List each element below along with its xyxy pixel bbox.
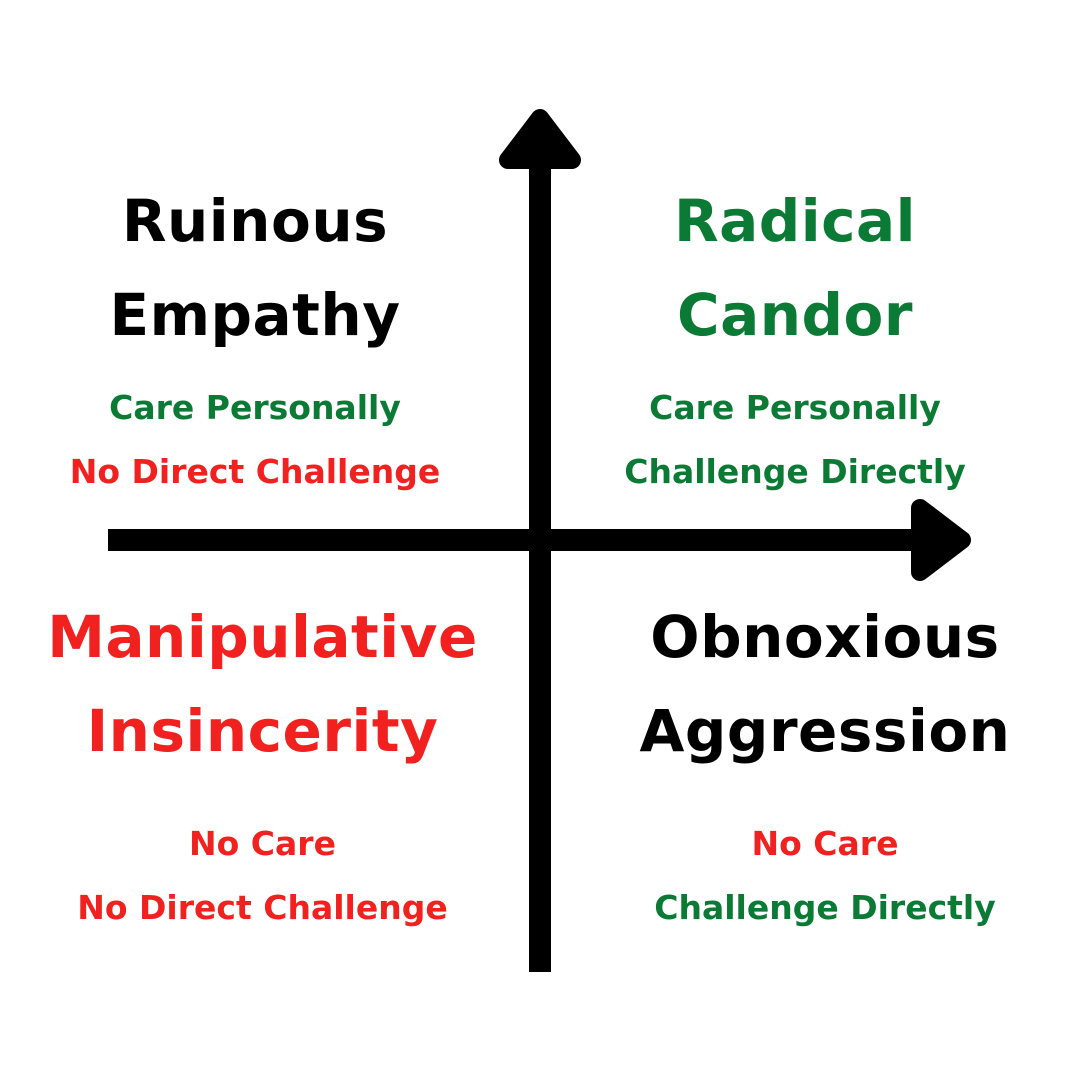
quadrant-title: Manipulative Insincerity <box>30 590 495 778</box>
title-line: Ruinous <box>121 187 389 255</box>
descriptor-care: No Care <box>751 824 899 863</box>
title-line: Insincerity <box>86 697 439 765</box>
quadrant-manipulative-insincerity: Manipulative Insincerity No Care No Dire… <box>30 590 495 940</box>
title-line: Aggression <box>639 697 1011 765</box>
quadrant-descriptors: No Care Challenge Directly <box>610 812 1040 940</box>
quadrant-descriptors: No Care No Direct Challenge <box>30 812 495 940</box>
quadrant-title: Obnoxious Aggression <box>610 590 1040 778</box>
title-line: Manipulative <box>47 603 478 671</box>
descriptor-care: Care Personally <box>109 388 401 427</box>
descriptor-challenge: Challenge Directly <box>624 452 966 491</box>
descriptor-care: No Care <box>189 824 336 863</box>
title-line: Empathy <box>109 281 401 349</box>
quadrant-radical-candor: Radical Candor Care Personally Challenge… <box>580 174 1010 504</box>
quadrant-title: Radical Candor <box>580 174 1010 362</box>
quadrant-ruinous-empathy: Ruinous Empathy Care Personally No Direc… <box>40 174 470 504</box>
descriptor-care: Care Personally <box>649 388 941 427</box>
title-line: Radical <box>673 187 917 255</box>
descriptor-challenge: No Direct Challenge <box>69 452 441 491</box>
quadrant-title: Ruinous Empathy <box>40 174 470 362</box>
title-line: Obnoxious <box>650 603 1000 671</box>
quadrant-obnoxious-aggression: Obnoxious Aggression No Care Challenge D… <box>610 590 1040 940</box>
descriptor-challenge: Challenge Directly <box>654 888 996 927</box>
vertical-axis-arrowhead <box>499 109 581 169</box>
quadrant-descriptors: Care Personally Challenge Directly <box>580 376 1010 504</box>
horizontal-axis-arrowhead <box>911 499 971 581</box>
title-line: Candor <box>677 281 913 349</box>
quadrant-descriptors: Care Personally No Direct Challenge <box>40 376 470 504</box>
descriptor-challenge: No Direct Challenge <box>77 888 448 927</box>
